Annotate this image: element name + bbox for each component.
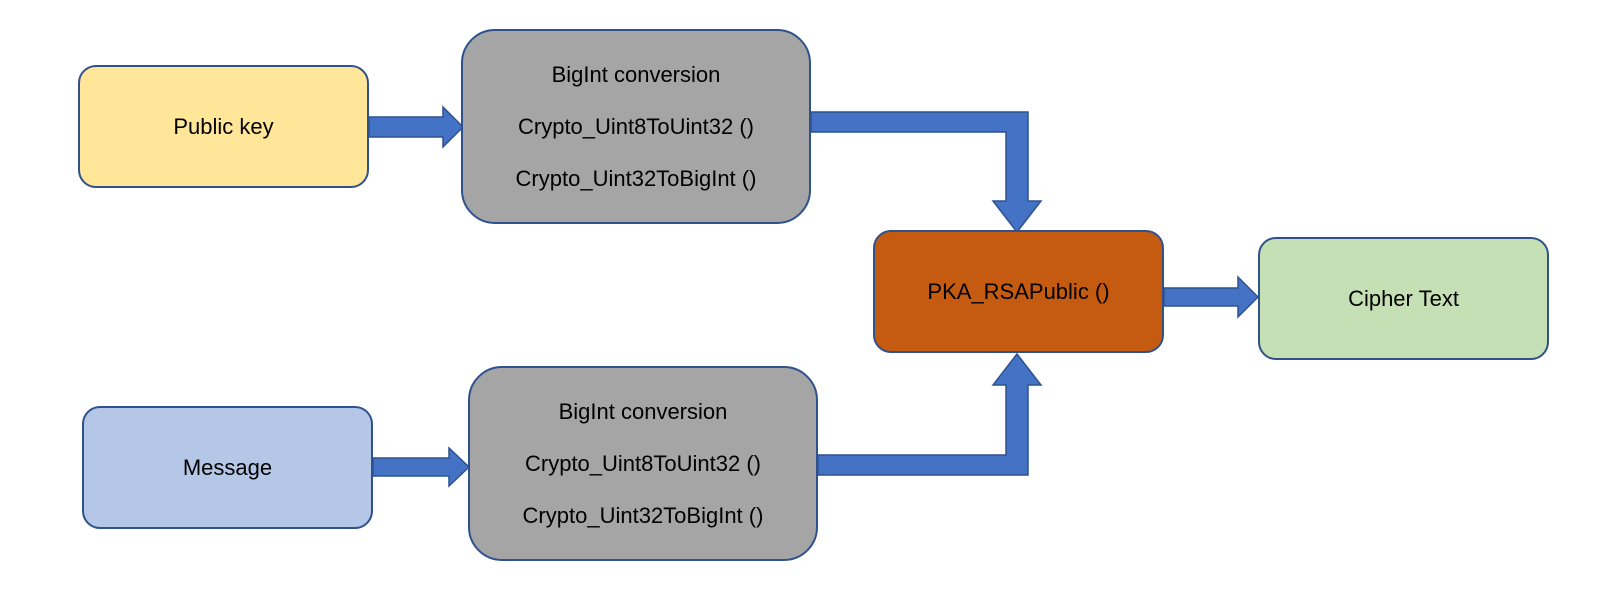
cipher-text-label: Cipher Text [1348,285,1459,311]
message-label: Message [182,454,273,480]
public-key-label: Public key [173,113,274,139]
public-key-box: Public key [78,65,369,188]
bigint-conversion-box-bottom: BigInt conversion Crypto_Uint8ToUint32 (… [468,366,818,561]
cipher-text-box: Cipher Text [1258,237,1549,360]
arrow-conversion-bottom-to-pka [817,352,1043,476]
conversion-call-uint8-to-uint32: Crypto_Uint8ToUint32 () [518,113,754,139]
conversion-title: BigInt conversion [558,398,728,424]
arrow-message-to-conversion [372,446,471,488]
message-box: Message [82,406,373,529]
arrow-conversion-top-to-pka [810,111,1043,234]
conversion-call-uint32-to-bigint: Crypto_Uint32ToBigInt () [522,502,764,528]
arrow-pka-to-cipher [1163,275,1260,319]
bigint-conversion-box-top: BigInt conversion Crypto_Uint8ToUint32 (… [461,29,811,224]
conversion-title: BigInt conversion [551,61,721,87]
conversion-call-uint8-to-uint32: Crypto_Uint8ToUint32 () [525,450,761,476]
arrow-public-key-to-conversion [368,105,465,149]
pka-rsa-public-box: PKA_RSAPublic () [873,230,1164,353]
pka-rsa-public-label: PKA_RSAPublic () [927,278,1110,304]
conversion-call-uint32-to-bigint: Crypto_Uint32ToBigInt () [515,165,757,191]
